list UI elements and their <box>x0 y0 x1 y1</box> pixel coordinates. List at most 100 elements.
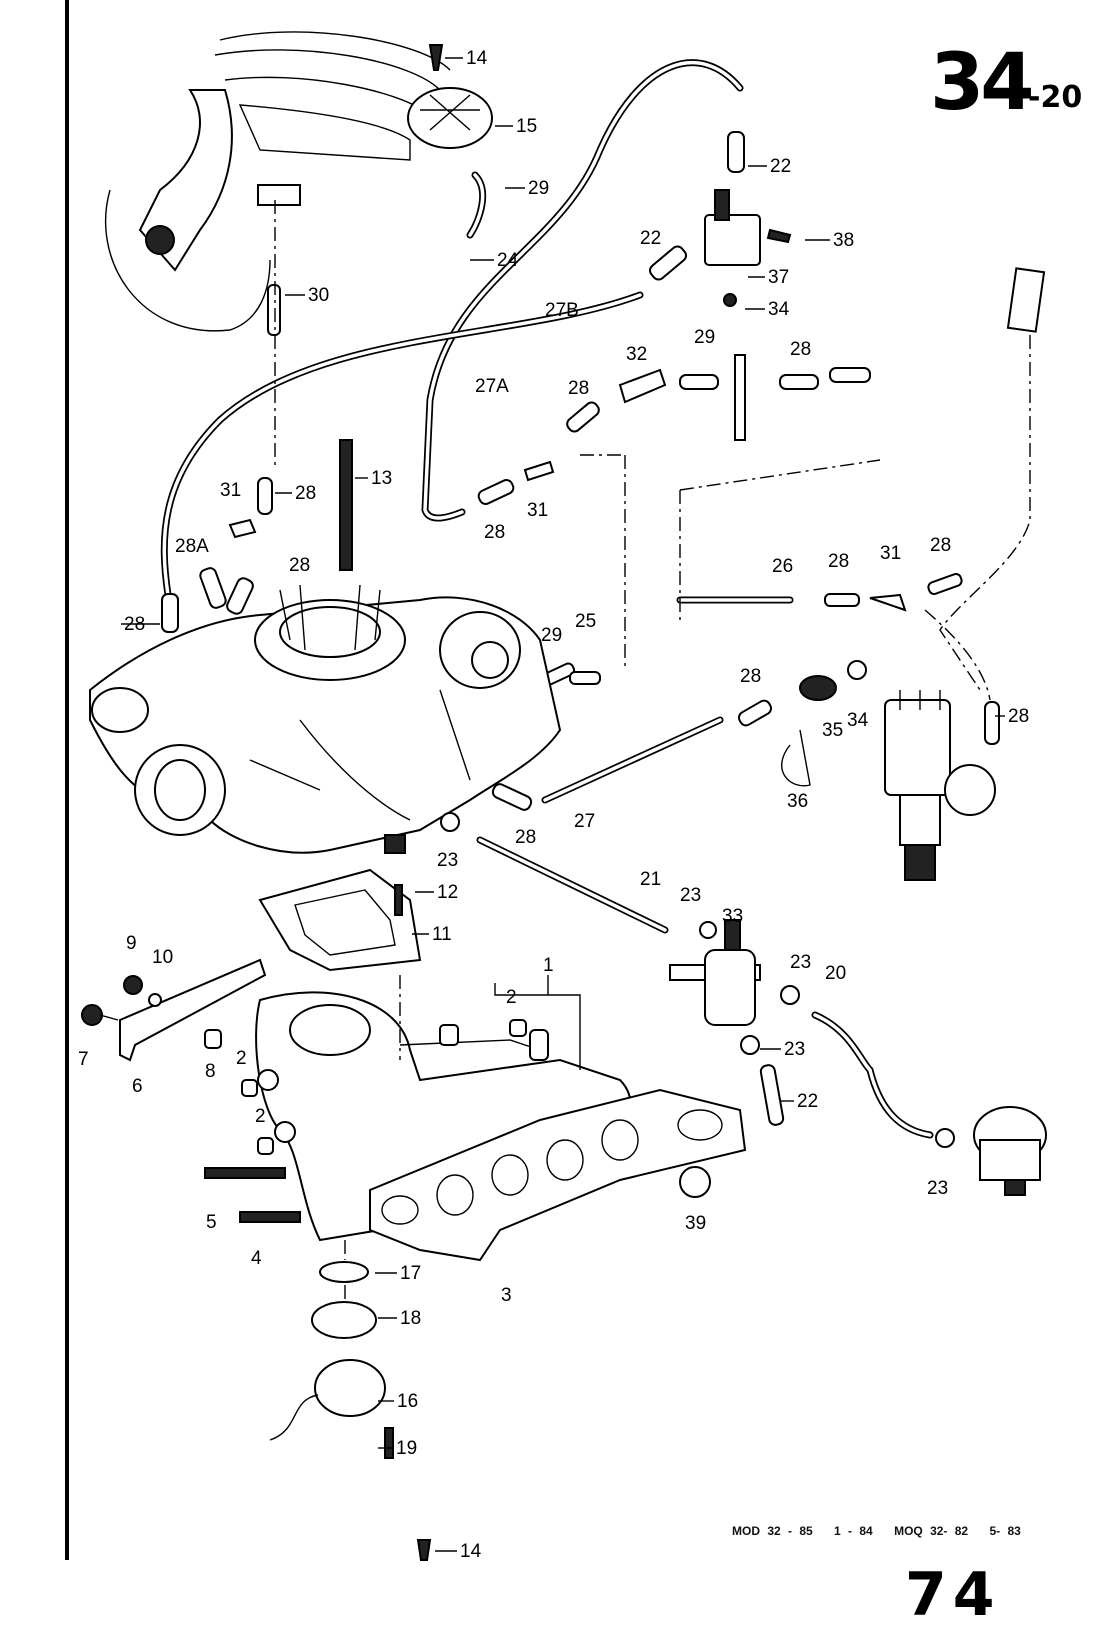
part-number-label: 27A <box>475 376 509 397</box>
diagram-stroke <box>1004 1179 1026 1196</box>
diagram-stroke <box>523 460 555 482</box>
diagram-stroke <box>546 1139 584 1181</box>
diagram-stroke <box>257 1137 274 1155</box>
diagram-stroke <box>381 1195 419 1225</box>
diagram-stroke <box>727 131 745 173</box>
screw-top <box>428 44 444 71</box>
diagram-stroke <box>824 593 860 607</box>
diagram-stroke <box>105 189 271 332</box>
part-number-label: 31 <box>880 543 901 564</box>
diagram-stroke <box>780 985 800 1005</box>
diagram-stroke <box>145 225 175 255</box>
diagram-stroke <box>509 1019 527 1037</box>
diagram-stroke <box>204 1167 286 1179</box>
vacuum-unit <box>973 1106 1047 1196</box>
diagram-stroke <box>311 1301 377 1339</box>
part-number-label: 24 <box>497 250 519 271</box>
model-code-2: MOQ 32- 82 <box>894 1524 969 1538</box>
part-number-label: 21 <box>640 869 661 890</box>
part-number-label: 28 <box>828 551 849 572</box>
diagram-stroke <box>1006 267 1046 333</box>
diagram-stroke <box>566 401 600 433</box>
diagram-stroke <box>813 1013 932 1137</box>
diagram-stroke <box>294 889 396 956</box>
diagram-stroke <box>869 593 907 612</box>
side-marker-icon <box>1006 267 1046 333</box>
diagram-stroke <box>420 94 480 131</box>
diagram-stroke <box>267 284 281 336</box>
part-number-label: 36 <box>787 791 808 812</box>
part-number-label: 12 <box>437 882 458 903</box>
diagram-stroke <box>257 1069 279 1091</box>
part-number-label: 37 <box>768 267 789 288</box>
diagram-stroke <box>829 367 871 383</box>
diagram-stroke <box>494 975 581 1070</box>
air-cleaner <box>105 31 451 332</box>
diagram-stroke <box>580 454 626 670</box>
part-number-label: 34 <box>768 299 790 320</box>
diagram-stroke <box>471 641 509 679</box>
part-number-label: 26 <box>772 556 793 577</box>
part-number-label: 28 <box>740 666 761 687</box>
part-labels: 1415292238223734243027B27A32292828132831… <box>78 48 1029 1562</box>
diagram-stroke <box>319 1261 369 1283</box>
part-number-label: 4 <box>251 1248 262 1269</box>
part-number-label: 31 <box>220 480 241 501</box>
diagram-stroke <box>679 374 719 390</box>
part-number-label: 13 <box>371 468 392 489</box>
diagram-stroke <box>423 60 742 520</box>
diagram-stroke <box>935 1128 955 1148</box>
diagram-stroke <box>239 1211 301 1223</box>
page-subnumber: -20 <box>1028 80 1083 115</box>
part-number-label: 22 <box>640 228 661 249</box>
diagram-stroke <box>204 1029 222 1049</box>
part-number-label: 32 <box>626 344 647 365</box>
diagram-stroke <box>314 1359 386 1417</box>
diagram-stroke <box>394 884 403 916</box>
part-number-label: 9 <box>126 933 137 954</box>
solenoid-valve <box>704 189 792 307</box>
diagram-stroke <box>91 687 149 733</box>
part-number-label: 33 <box>722 906 743 927</box>
diagram-stroke <box>226 577 254 615</box>
part-number-label: 25 <box>575 611 596 632</box>
manifold-gasket <box>369 1088 747 1262</box>
carburetor-assembly <box>89 439 562 854</box>
part-number-label: 28 <box>568 378 589 399</box>
part-number-label: 7 <box>78 1049 89 1070</box>
vacuum-hoses <box>160 59 934 1139</box>
diagram-stroke <box>162 293 642 597</box>
part-number-label: 22 <box>797 1091 818 1112</box>
diagram-stroke <box>399 1039 541 1051</box>
part-number-label: 28 <box>1008 706 1029 727</box>
part-number-label: 15 <box>516 116 537 137</box>
diagram-stroke <box>699 921 717 939</box>
diagram-stroke <box>927 572 963 596</box>
model-date-2: 5- 83 <box>989 1524 1021 1538</box>
part-number-label: 38 <box>833 230 854 251</box>
diagram-stroke <box>759 1064 785 1126</box>
part-number-label: 14 <box>460 1541 482 1562</box>
diagram-stroke <box>543 718 722 802</box>
diagram-stroke <box>214 49 441 91</box>
part-number-label: 31 <box>527 500 548 521</box>
diagram-stroke <box>723 293 737 307</box>
diagram-stroke <box>269 1394 319 1441</box>
diagram-stroke <box>279 584 381 651</box>
diagram-stroke <box>740 1035 760 1055</box>
part-number-label: 23 <box>437 850 458 871</box>
model-footer: MOD 32 - 85 1 - 84 MOQ 32- 82 5- 83 <box>732 1524 1035 1538</box>
diagram-stroke <box>939 335 1031 691</box>
vacuum-cap <box>407 87 493 149</box>
part-number-label: 1 <box>543 955 554 976</box>
diagram-stroke <box>478 838 667 932</box>
diagram-stroke <box>199 567 227 609</box>
diagram-stroke <box>274 1121 296 1143</box>
diagram-stroke <box>847 660 867 680</box>
diagram-stroke <box>679 459 881 625</box>
diagram-stroke <box>618 368 667 404</box>
diagram-stroke <box>899 794 941 846</box>
part-number-label: 22 <box>770 156 791 177</box>
diagram-stroke <box>601 1119 639 1161</box>
diagram-stroke <box>984 701 1000 745</box>
